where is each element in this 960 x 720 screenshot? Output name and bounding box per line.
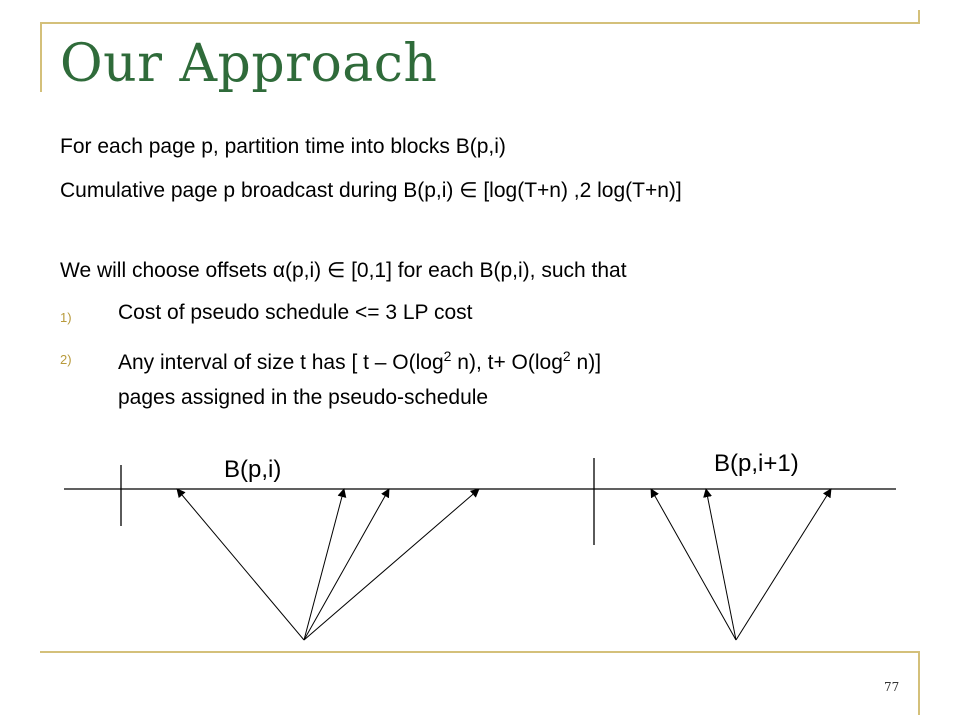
arrow-block1-4 — [303, 488, 480, 641]
frame-bottom-right-rule — [918, 653, 920, 715]
frame-right-rule — [918, 10, 920, 22]
body-line-1: For each page p, partition time into blo… — [60, 135, 506, 158]
block-label-current: B(p,i) — [224, 456, 282, 483]
list-number-2: 2) — [60, 352, 72, 367]
body-line-2: Cumulative page p broadcast during B(p,i… — [60, 179, 682, 202]
list-item-2-part-b: n), t+ O(log — [451, 351, 563, 374]
page-number: 77 — [884, 680, 900, 694]
slide-title: Our Approach — [60, 34, 438, 94]
arrow-block2-2 — [703, 488, 737, 641]
arrow-block1-2 — [303, 488, 347, 641]
list-item-1: Cost of pseudo schedule <= 3 LP cost — [118, 301, 473, 324]
list-item-2: Any interval of size t has [ t – O(log2 … — [118, 343, 601, 376]
frame-left-rule — [40, 22, 42, 92]
list-item-2-part-a: Any interval of size t has [ t – O(log — [118, 351, 444, 374]
arrow-block1-1 — [176, 488, 305, 641]
list-item-2-part-c: n)] — [570, 351, 602, 374]
frame-bottom-rule — [40, 651, 920, 653]
frame-top-rule — [40, 22, 920, 24]
block-label-next: B(p,i+1) — [714, 450, 799, 477]
list-item-2-superscript-1: 2 — [443, 348, 452, 364]
arrow-block2-3 — [735, 488, 832, 641]
arrow-block2-1 — [650, 488, 737, 641]
body-line-3: We will choose offsets α(p,i) ∈ [0,1] fo… — [60, 259, 627, 282]
list-number-1: 1) — [60, 310, 72, 325]
arrow-block1-3 — [303, 488, 390, 641]
list-item-2-superscript-2: 2 — [562, 348, 571, 364]
list-item-2-continuation: pages assigned in the pseudo-schedule — [118, 386, 489, 409]
